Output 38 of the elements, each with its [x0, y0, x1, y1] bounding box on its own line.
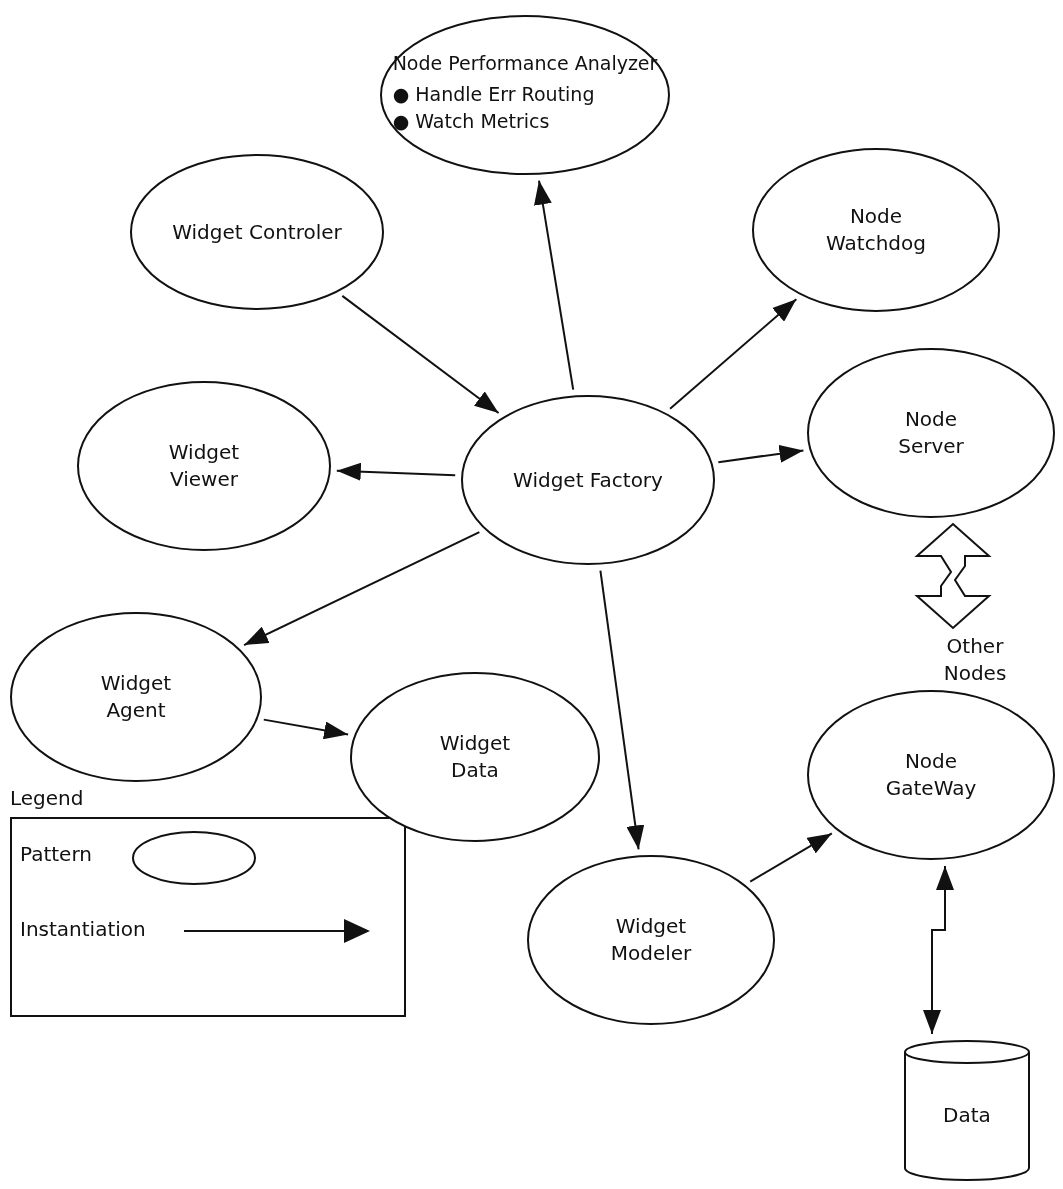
node-label: Other Nodes	[943, 633, 1007, 687]
bullet-item: ● Watch Metrics	[392, 108, 551, 134]
ellipse-node	[380, 15, 670, 175]
ellipse-node	[130, 154, 384, 310]
ellipse-node	[752, 148, 1000, 312]
legend-label: Instantiation	[20, 917, 146, 941]
ellipse-node	[10, 612, 262, 782]
arrow	[923, 865, 954, 1035]
arrow	[749, 832, 833, 883]
node-label: Node Server	[898, 406, 964, 460]
arrow	[669, 298, 798, 410]
node-label: Widget Modeler	[610, 913, 692, 967]
ellipse-node	[77, 381, 331, 551]
node-label: Widget Controler	[172, 218, 342, 246]
arrow	[717, 444, 805, 464]
node-label: Widget Data	[439, 730, 511, 784]
ellipse-node	[461, 395, 715, 565]
block-arrow	[914, 522, 992, 630]
node-label: Node GateWay	[885, 748, 977, 802]
legend-title: Legend	[10, 786, 84, 810]
ellipse-node	[807, 690, 1055, 860]
arrow	[534, 179, 575, 391]
node-title: Node Performance Analyzer	[392, 50, 658, 76]
arrow	[599, 569, 645, 851]
arrow	[341, 294, 500, 414]
node-label: Widget Agent	[100, 670, 172, 724]
ellipse-node	[350, 672, 600, 842]
node-label: Node Watchdog	[826, 203, 926, 257]
arrow	[262, 718, 350, 740]
ellipse-node	[807, 348, 1055, 518]
arrow	[243, 531, 481, 647]
arrow	[335, 462, 457, 481]
bullet-item: ● Handle Err Routing	[392, 81, 596, 107]
node-label: Widget Factory	[513, 466, 663, 494]
node-label: Data	[943, 1101, 991, 1129]
legend-label: Pattern	[20, 842, 92, 866]
node-label: Widget Viewer	[168, 439, 240, 493]
ellipse-node	[527, 855, 775, 1025]
